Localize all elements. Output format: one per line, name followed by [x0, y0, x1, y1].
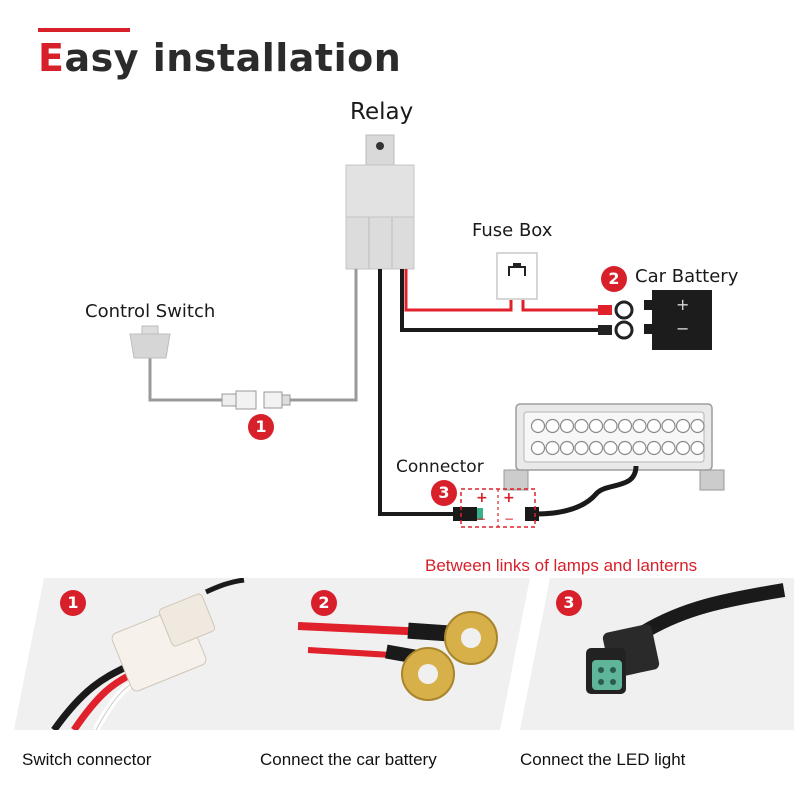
connector-plus-a: + [476, 490, 488, 506]
led-dot [603, 440, 618, 456]
connector-minus-a: − [476, 512, 487, 526]
led-dot [617, 418, 633, 434]
connector-note: Between links of lamps and lanterns [425, 556, 698, 575]
led-dot [545, 440, 560, 456]
led-dot [588, 418, 604, 434]
photo-badge-3: 3 [556, 590, 582, 616]
control-wire [288, 269, 358, 402]
led-dot [632, 440, 647, 456]
led-dot [603, 418, 618, 434]
led-dot [646, 440, 662, 456]
fuse-box-icon [496, 252, 538, 300]
led-dot [530, 418, 546, 434]
led-dot [530, 440, 546, 456]
led-dot [646, 418, 662, 434]
fuse-to-battery-red-wire [521, 300, 600, 312]
photo-badge-1: 1 [60, 590, 86, 616]
control-switch-label: Control Switch [85, 301, 216, 322]
title-accent-bar [38, 28, 130, 32]
photo-badge-2: 2 [311, 590, 337, 616]
led-dot [675, 440, 691, 456]
led-dot [559, 440, 575, 456]
led-dot [574, 440, 589, 456]
battery-minus-label: − [676, 319, 690, 338]
switch-connector-icon [221, 390, 291, 410]
caption-car-battery: Connect the car battery [260, 750, 437, 769]
car-battery-label: Car Battery [635, 266, 739, 287]
led-dot [617, 440, 633, 456]
relay-label: Relay [350, 99, 414, 125]
badge-2: 2 [601, 266, 627, 292]
photo-car-battery [268, 578, 530, 730]
connector-minus-b: − [504, 512, 515, 526]
control-switch-wire [148, 352, 225, 402]
relay-to-connector-wire [378, 269, 455, 516]
relay-icon [345, 134, 415, 270]
fuse-box-label: Fuse Box [472, 220, 553, 241]
caption-led-light: Connect the LED light [520, 750, 686, 769]
caption-switch-connector: Switch connector [22, 750, 152, 769]
connector-icon [453, 488, 539, 528]
title-first-letter: E [38, 36, 65, 80]
led-dot [661, 440, 676, 456]
led-dot [632, 418, 647, 434]
led-dot [690, 418, 705, 434]
relay-to-battery-negative-wire [400, 269, 600, 332]
led-dots [530, 418, 705, 456]
badge-3: 3 [431, 480, 457, 506]
led-dot [574, 418, 589, 434]
connector-plus-b: + [503, 490, 515, 506]
control-switch-icon [129, 325, 171, 359]
title-rest: asy installation [64, 36, 402, 80]
car-battery-icon [644, 290, 712, 350]
led-dot [545, 418, 560, 434]
photo-led-light [514, 578, 794, 730]
led-dot [588, 440, 604, 456]
connector-label: Connector [396, 457, 484, 477]
led-dot [559, 418, 575, 434]
battery-terminals-icon [598, 300, 634, 340]
battery-plus-label: + [676, 295, 690, 314]
led-dot [661, 418, 676, 434]
page-title: Easy installation [38, 36, 401, 80]
led-dot [690, 440, 705, 456]
badge-1: 1 [248, 414, 274, 440]
photo-switch-connector [14, 578, 304, 730]
led-dot [675, 418, 691, 434]
light-bar-cable [535, 465, 639, 517]
relay-to-fuse-red-wire [404, 269, 513, 312]
